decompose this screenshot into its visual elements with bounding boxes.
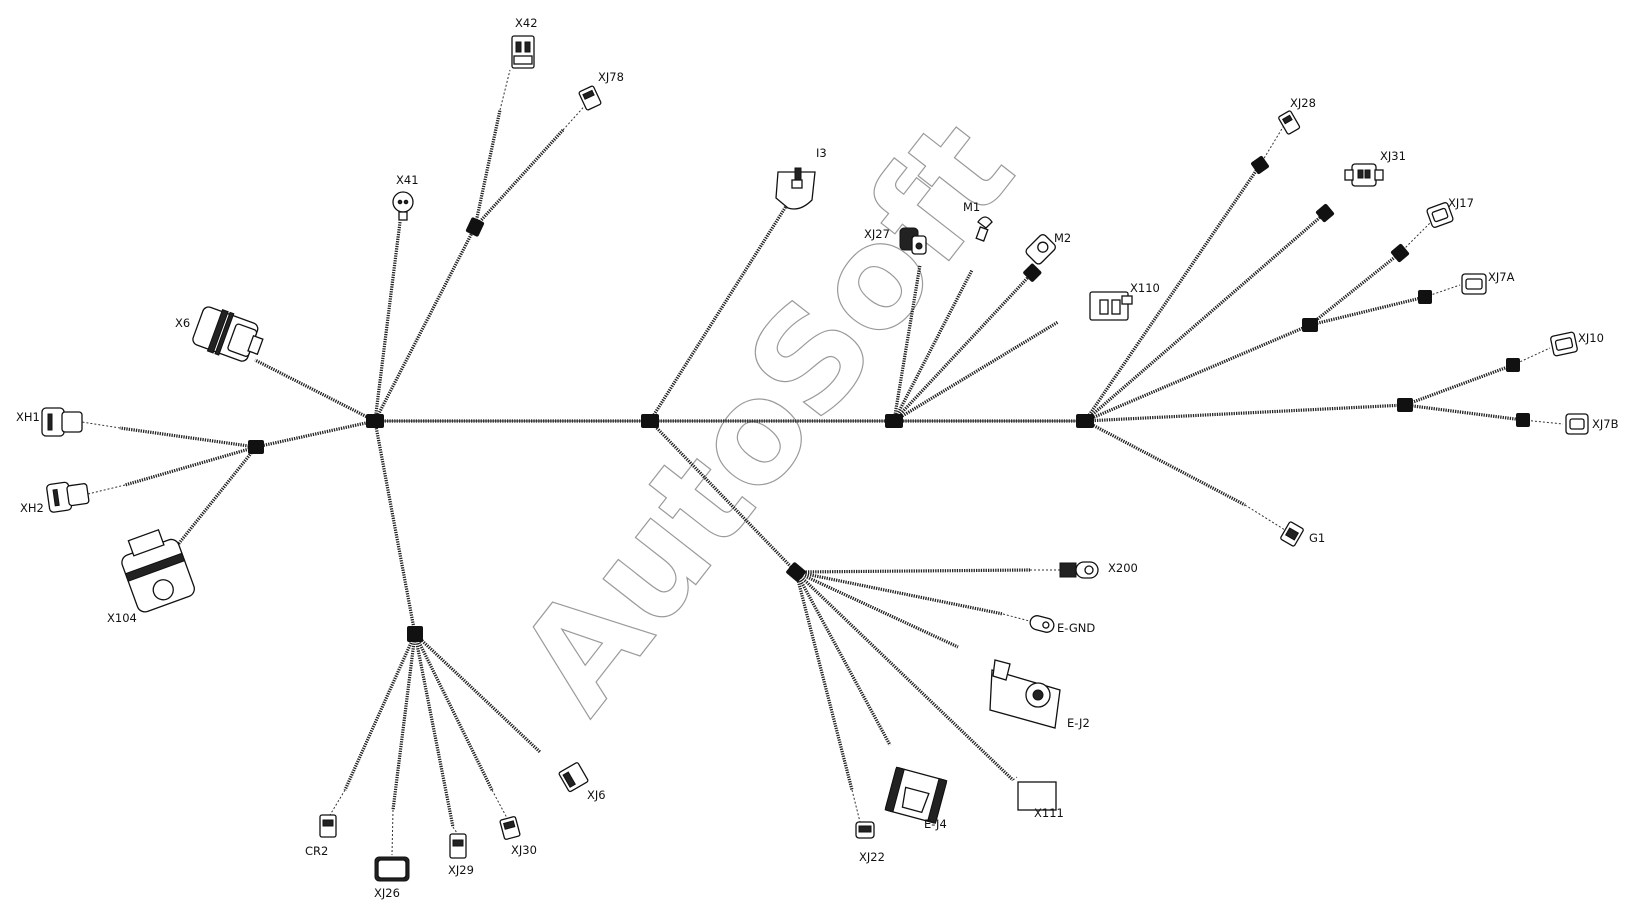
x42-connector[interactable] bbox=[511, 35, 535, 69]
x41-connector[interactable] bbox=[392, 191, 414, 221]
label-x200: X200 bbox=[1108, 561, 1138, 575]
junction-xj10-branch bbox=[1397, 398, 1413, 412]
xh2-connector[interactable] bbox=[46, 479, 90, 513]
junction-xj31 bbox=[1315, 203, 1335, 223]
junction-xj7a bbox=[1418, 290, 1432, 304]
label-x41: X41 bbox=[396, 173, 419, 187]
label-x110: X110 bbox=[1130, 281, 1160, 295]
label-e-j2: E-J2 bbox=[1067, 716, 1090, 730]
m1-connector[interactable] bbox=[975, 216, 993, 242]
junction-center bbox=[641, 414, 659, 428]
xj31-connector[interactable] bbox=[1344, 163, 1384, 187]
junction-xj17-branch bbox=[1302, 318, 1318, 332]
junction-xj10 bbox=[1506, 358, 1520, 372]
junction-center-right bbox=[885, 414, 903, 428]
junction-left bbox=[366, 414, 384, 428]
i3-connector[interactable] bbox=[775, 167, 816, 210]
cr2-connector[interactable] bbox=[319, 814, 337, 838]
junction-right bbox=[1076, 414, 1094, 428]
e-gnd-connector[interactable] bbox=[1029, 614, 1056, 634]
junction-blocks bbox=[248, 156, 1530, 642]
label-x42: X42 bbox=[515, 16, 538, 30]
x110-connector[interactable] bbox=[1089, 291, 1133, 321]
label-xj26: XJ26 bbox=[374, 886, 400, 900]
x111-connector[interactable] bbox=[1017, 781, 1057, 811]
label-cr2: CR2 bbox=[305, 844, 328, 858]
label-xh2: XH2 bbox=[20, 501, 44, 515]
junction-xj28 bbox=[1251, 156, 1269, 174]
x6-connector[interactable] bbox=[191, 303, 268, 367]
junction-bottom-center bbox=[786, 562, 806, 582]
junction-xj17 bbox=[1390, 243, 1410, 263]
xj30-connector[interactable] bbox=[499, 816, 521, 840]
harness-branches bbox=[119, 109, 1524, 828]
label-xj7b: XJ7B bbox=[1592, 417, 1619, 431]
junction-m2 bbox=[1023, 263, 1042, 282]
label-xj27: XJ27 bbox=[864, 227, 890, 241]
autosoft-watermark: AutoSoft bbox=[488, 92, 1045, 741]
label-e-j4: E-J4 bbox=[924, 817, 947, 831]
connector-labels: X42 XJ78 X41 I3 XJ27 M1 M2 X110 XJ28 XJ3… bbox=[16, 16, 1619, 900]
connectors bbox=[41, 35, 1589, 882]
label-xh1: XH1 bbox=[16, 410, 40, 424]
label-m1: M1 bbox=[963, 200, 980, 214]
label-xj17: XJ17 bbox=[1448, 196, 1474, 210]
xj17-connector[interactable] bbox=[1426, 202, 1454, 228]
label-xj29: XJ29 bbox=[448, 863, 474, 877]
junction-xh-branch bbox=[248, 440, 264, 454]
label-xj10: XJ10 bbox=[1578, 331, 1604, 345]
junction-bottom-left bbox=[407, 626, 423, 642]
label-x104: X104 bbox=[107, 611, 137, 625]
junction-xj7b bbox=[1516, 413, 1530, 427]
label-x111: X111 bbox=[1034, 806, 1064, 820]
g1-connector[interactable] bbox=[1280, 521, 1304, 547]
junction-x42-branch bbox=[465, 217, 485, 237]
e-j2-connector[interactable] bbox=[989, 659, 1061, 729]
label-xj22: XJ22 bbox=[859, 850, 885, 864]
label-i3: I3 bbox=[816, 146, 827, 160]
e-j4-connector[interactable] bbox=[884, 766, 948, 824]
xj7a-connector[interactable] bbox=[1461, 273, 1487, 295]
xj29-connector[interactable] bbox=[449, 833, 467, 859]
xj6-connector[interactable] bbox=[558, 762, 589, 793]
label-x6: X6 bbox=[175, 316, 190, 330]
x200-connector[interactable] bbox=[1059, 561, 1099, 579]
xj7b-connector[interactable] bbox=[1565, 413, 1589, 435]
m2-connector[interactable] bbox=[1024, 233, 1057, 266]
label-xj78: XJ78 bbox=[598, 70, 624, 84]
label-e-gnd: E-GND bbox=[1057, 621, 1095, 635]
xj22-connector[interactable] bbox=[855, 821, 875, 839]
xh1-connector[interactable] bbox=[41, 407, 83, 437]
xj10-connector[interactable] bbox=[1550, 331, 1578, 357]
xj78-connector[interactable] bbox=[578, 85, 602, 111]
label-xj31: XJ31 bbox=[1380, 149, 1406, 163]
xj27-connector[interactable] bbox=[899, 227, 927, 255]
label-m2: M2 bbox=[1054, 231, 1071, 245]
label-xj28: XJ28 bbox=[1290, 96, 1316, 110]
xj28-connector[interactable] bbox=[1278, 110, 1301, 135]
label-xj7a: XJ7A bbox=[1488, 270, 1515, 284]
label-xj6: XJ6 bbox=[587, 788, 606, 802]
xj26-connector[interactable] bbox=[374, 856, 410, 882]
label-g1: G1 bbox=[1309, 531, 1325, 545]
label-xj30: XJ30 bbox=[511, 843, 537, 857]
x104-connector[interactable] bbox=[115, 525, 196, 614]
